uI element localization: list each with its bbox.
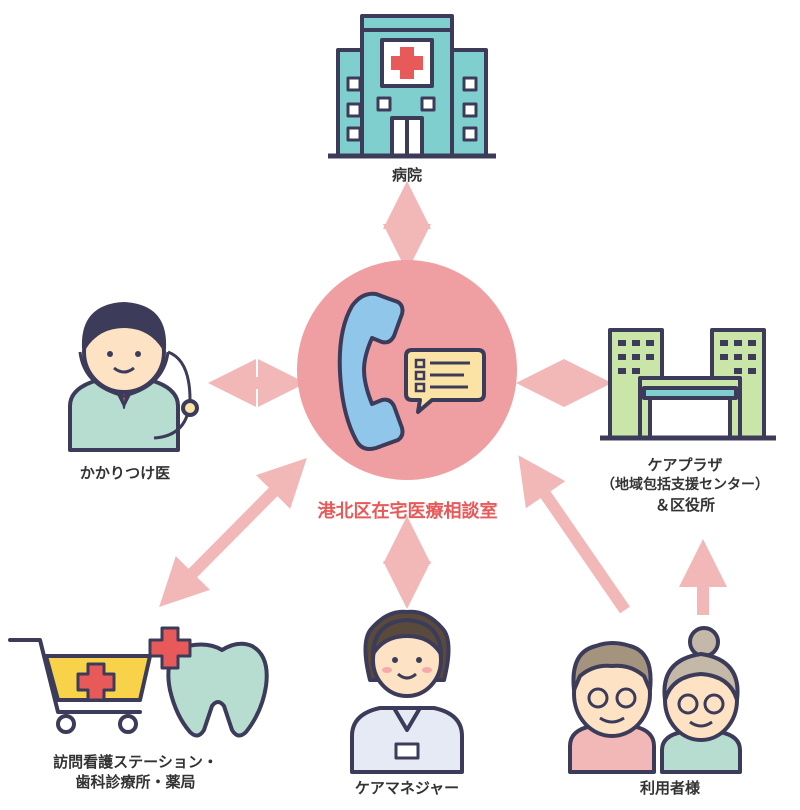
doctor-label: かかりつけ医 [79, 464, 171, 482]
care-manager-icon [350, 609, 464, 774]
arrow-hub-nursing [159, 457, 307, 608]
arrows [159, 181, 727, 615]
careplaza-label-line-3: ＆区役所 [654, 496, 715, 514]
chat-bubble-icon [404, 348, 486, 414]
hospital-label: 病院 [391, 166, 422, 184]
center-title: 港北区在宅医療相談室 [317, 501, 498, 522]
cart-icon [8, 638, 152, 734]
nursing-label-line-2: 歯科診療所・薬局 [75, 773, 196, 791]
hospital-icon [328, 14, 496, 159]
users-label: 利用者様 [639, 779, 700, 797]
nursing-label: 訪問看護ステーション・ 歯科診療所・薬局 [8, 752, 263, 792]
phone-icon [337, 291, 405, 451]
careplaza-label-line-2: （地域包括支援センター） [601, 477, 769, 493]
careplaza-label: ケアプラザ （地域包括支援センター） ＆区役所 [570, 455, 800, 515]
nursing-label-line-1: 訪問看護ステーション・ [53, 753, 218, 771]
users-icon [568, 626, 742, 774]
tooth-icon [148, 626, 269, 738]
hub [297, 260, 517, 480]
careplaza-label-line-1: ケアプラザ [647, 456, 723, 474]
arrow-users-hub [518, 455, 630, 614]
doctor-icon [68, 302, 199, 452]
building-icon [600, 328, 776, 441]
caremanager-label: ケアマネジャー [354, 779, 460, 797]
